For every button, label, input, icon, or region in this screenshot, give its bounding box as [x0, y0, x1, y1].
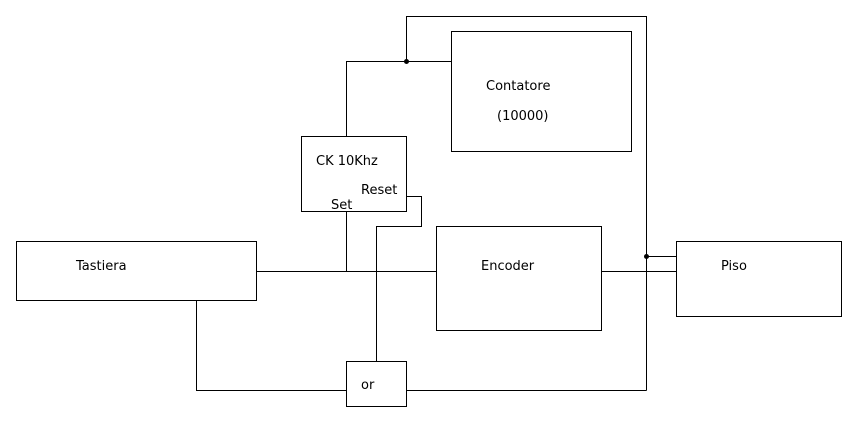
encoder-block: Encoder	[436, 226, 602, 331]
clock-block: CK 10Khz Reset Set	[301, 136, 407, 213]
wire-clock-reset	[376, 196, 422, 362]
clock-reset-label: Reset	[361, 183, 397, 198]
junction-dot-piso	[644, 254, 649, 259]
or-gate-label: or	[361, 378, 375, 393]
piso-label: Piso	[721, 259, 747, 274]
tastiera-box	[16, 241, 257, 301]
counter-label: Contatore	[486, 79, 550, 94]
tastiera-block: Tastiera	[16, 241, 257, 301]
or-gate-block: or	[346, 361, 407, 407]
clock-set-label: Set	[331, 198, 352, 213]
encoder-box	[436, 226, 602, 331]
tastiera-label: Tastiera	[75, 259, 127, 274]
wire-clock-counter	[346, 61, 452, 137]
counter-block: Contatore (10000)	[451, 31, 632, 152]
clock-box	[301, 136, 407, 212]
counter-value-label: (10000)	[497, 109, 549, 124]
piso-box	[676, 241, 842, 317]
counter-box	[451, 31, 632, 152]
wires	[196, 16, 677, 391]
junction-dot-counter	[404, 59, 409, 64]
wire-top-loop	[406, 16, 647, 391]
encoder-label: Encoder	[481, 259, 535, 274]
clock-label: CK 10Khz	[316, 154, 378, 169]
or-gate-box	[346, 361, 407, 407]
piso-block: Piso	[676, 241, 842, 317]
wire-tastiera-or	[196, 300, 347, 391]
